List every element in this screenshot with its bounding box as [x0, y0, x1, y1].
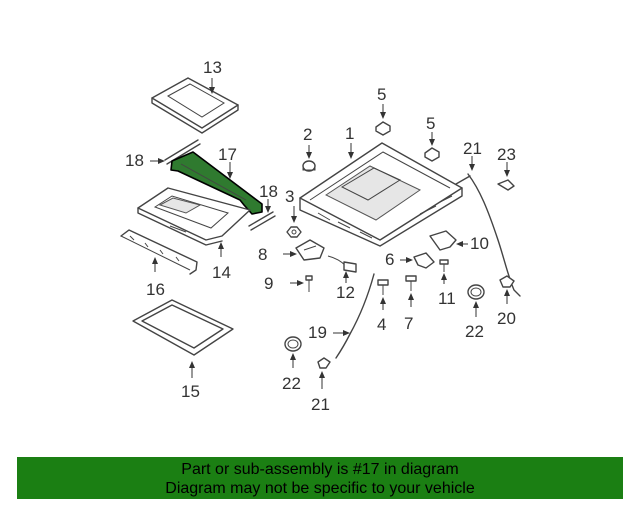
clip-21-right [499, 275, 515, 288]
sunshade-16 [120, 229, 198, 275]
callout-20: 21 [463, 139, 482, 158]
weatherstrip-15 [132, 299, 234, 356]
nut-3 [286, 226, 302, 238]
callout-2: 2 [303, 125, 312, 144]
callout-11: 9 [264, 274, 273, 293]
callout-15: 15 [181, 382, 200, 401]
cap-22-right [467, 284, 485, 300]
callout-21-left: 21 [311, 395, 330, 414]
callout-13: 13 [203, 58, 222, 77]
callout-5-right: 5 [426, 114, 435, 133]
clip-21-left [317, 357, 331, 369]
screw-9 [439, 259, 449, 272]
callout-21-right: 20 [497, 309, 516, 328]
drain-hose-19 [335, 273, 375, 359]
clip-23 [497, 179, 515, 191]
bolt-11 [305, 275, 313, 292]
sunshade-frame-14 [137, 187, 251, 246]
callout-18-right: 18 [259, 182, 278, 201]
callout-19: 19 [308, 323, 327, 342]
cap-22-left [284, 336, 302, 352]
callout-23: 23 [497, 145, 516, 164]
callout-18-left: 18 [125, 151, 144, 170]
bolt-7 [405, 275, 417, 291]
callout-5-top: 5 [377, 85, 386, 104]
callout-9: 11 [438, 289, 456, 308]
sunroof-frame-1 [299, 142, 463, 247]
callout-8: 10 [470, 234, 489, 253]
info-banner: Part or sub-assembly is #17 in diagram D… [17, 457, 623, 499]
callout-3: 3 [285, 187, 294, 206]
cable-12 [327, 255, 357, 273]
banner-line-part-number: Part or sub-assembly is #17 in diagram [181, 461, 459, 478]
bracket-5-top [375, 121, 391, 136]
glass-panel-13 [151, 77, 239, 134]
callout-14: 14 [212, 263, 231, 282]
callout-17: 17 [218, 145, 237, 164]
bracket-6 [413, 252, 435, 269]
callout-10: 8 [258, 245, 267, 264]
bracket-5-right [424, 147, 440, 162]
callout-22-right: 22 [465, 322, 484, 341]
callout-1: 1 [345, 124, 354, 143]
callout-12: 12 [336, 283, 355, 302]
grommet-2 [302, 160, 316, 172]
callout-6: 6 [385, 250, 394, 269]
bolt-4 [377, 279, 389, 295]
banner-line-disclaimer: Diagram may not be specific to your vehi… [165, 480, 475, 497]
callout-4: 4 [377, 315, 386, 334]
seal-strip-18-right [248, 211, 276, 231]
callout-16: 16 [146, 280, 165, 299]
parts-diagram: 13 18 17 14 16 18 15 [120, 58, 521, 414]
bracket-8 [429, 230, 457, 251]
callout-22-left: 22 [282, 374, 301, 393]
motor-10 [295, 239, 325, 261]
callout-7: 7 [404, 314, 413, 333]
